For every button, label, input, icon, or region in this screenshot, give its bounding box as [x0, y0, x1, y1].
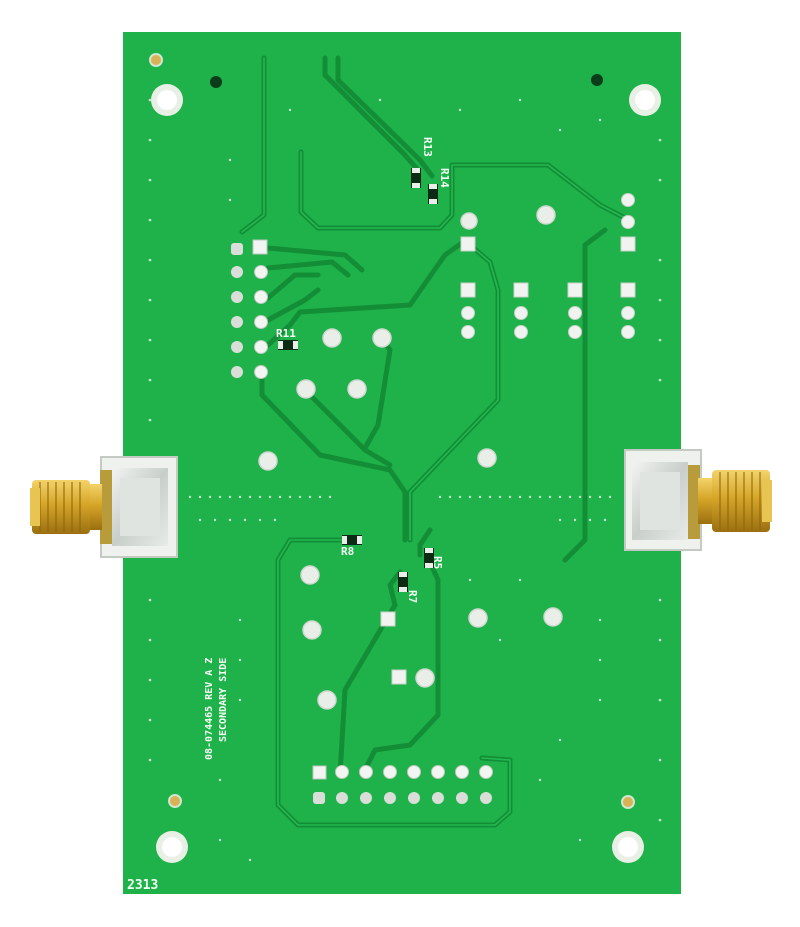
designator-r13: R13 [421, 137, 434, 157]
mounting-hole-top-left [151, 84, 183, 116]
part-number-label: 08-074465 REV A Z [204, 658, 215, 760]
fiducial [168, 794, 182, 808]
fiducial [149, 53, 163, 67]
via-large [210, 76, 222, 88]
mounting-hole-top-right [629, 84, 661, 116]
smd-resistors [278, 168, 438, 592]
side-label: SECONDARY SIDE [218, 658, 229, 742]
mounting-hole-bottom-right [612, 831, 644, 863]
trace-highlights [241, 57, 626, 826]
mounting-hole-bottom-left [156, 831, 188, 863]
pcb-board [123, 32, 681, 894]
sma-connector-left [30, 456, 178, 558]
through-hole-pads [258, 205, 563, 710]
designator-r14: R14 [438, 168, 451, 188]
designator-r11: R11 [276, 327, 296, 340]
board-code: 2313 [127, 878, 158, 893]
designator-r8: R8 [341, 545, 354, 558]
designator-r5: R5 [431, 556, 444, 569]
via-large [591, 74, 603, 86]
left-pin-header [231, 239, 268, 379]
bottom-pin-header [312, 765, 493, 804]
mounting-holes [149, 53, 661, 863]
jumper-columns [460, 193, 636, 339]
via-field [148, 98, 662, 862]
designator-r7: R7 [406, 590, 419, 603]
bottom-pads [380, 611, 407, 685]
sma-connector-right [624, 449, 772, 551]
fiducial [621, 795, 635, 809]
